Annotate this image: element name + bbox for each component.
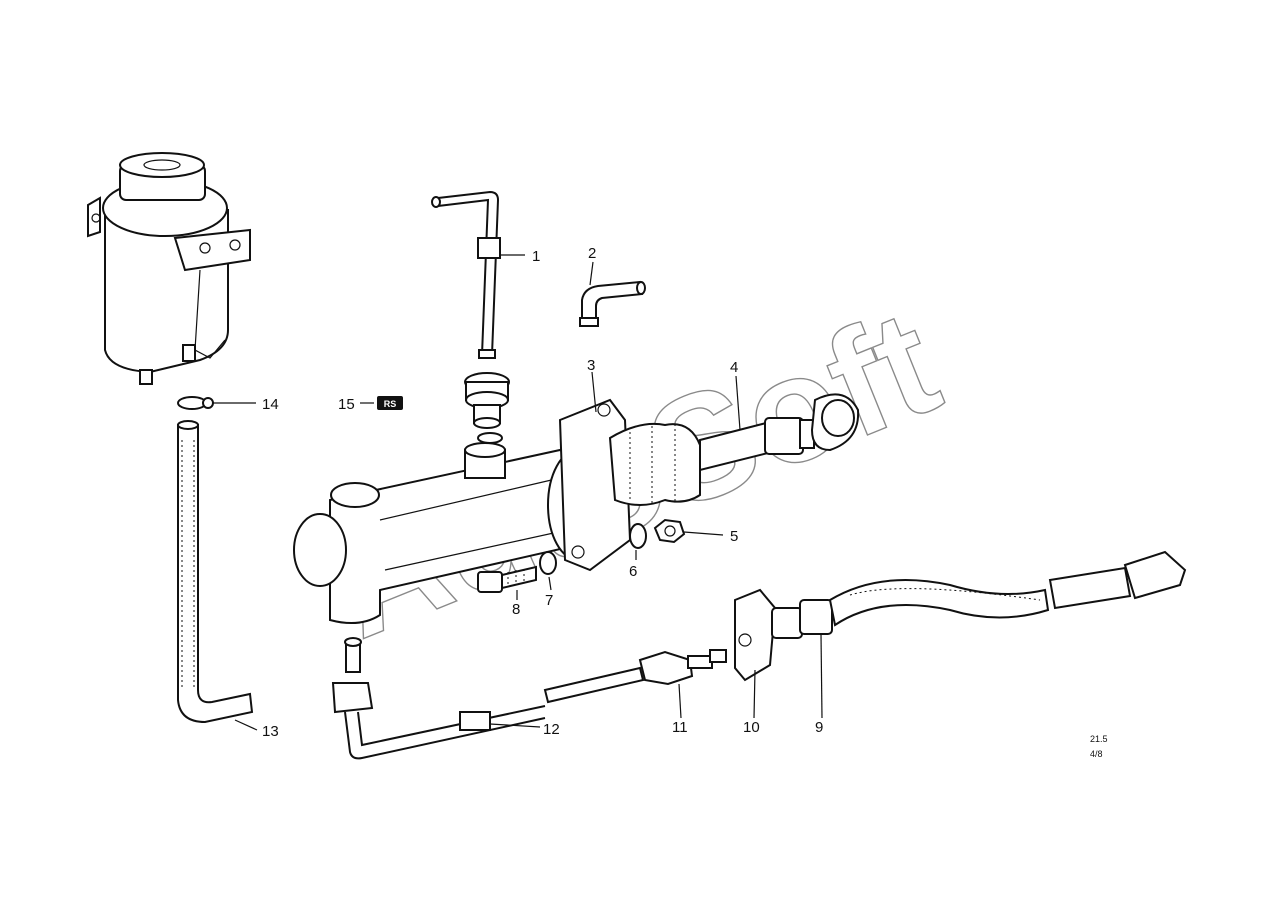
callout-14: 14 (262, 396, 279, 413)
reference-box-label: RS (384, 399, 397, 409)
union-fitting (638, 649, 727, 686)
reference-box: RS (377, 396, 403, 410)
mounting-bracket (734, 588, 777, 682)
callout-7: 7 (545, 592, 553, 609)
callout-1: 1 (532, 248, 540, 265)
callout-4: 4 (730, 359, 738, 376)
hose-clamp (177, 396, 214, 410)
callout-3: 3 (587, 357, 595, 374)
elbow-connector (579, 280, 646, 327)
master-cylinder (293, 398, 701, 625)
flexible-hose (771, 550, 1187, 639)
callout-15: 15 (338, 396, 355, 413)
callout-6: 6 (629, 563, 637, 580)
callout-13: 13 (262, 723, 279, 740)
callout-12: 12 (543, 721, 560, 738)
leader-lines (213, 254, 823, 731)
connecting-pipe (431, 190, 501, 359)
diagram-code-line2: 4/8 (1090, 749, 1103, 759)
push-rod (699, 393, 860, 472)
pressure-line (331, 637, 645, 760)
callout-9: 9 (815, 719, 823, 736)
diagram-code-line1: 21.5 (1090, 734, 1108, 744)
grommet-seal (464, 372, 510, 444)
callout-11: 11 (672, 719, 688, 736)
callout-10: 10 (743, 719, 760, 736)
reservoir-hose (177, 420, 254, 724)
callout-2: 2 (588, 245, 596, 262)
callout-5: 5 (730, 528, 738, 545)
fluid-reservoir (87, 152, 251, 385)
fasteners (477, 518, 686, 593)
callout-8: 8 (512, 601, 520, 618)
